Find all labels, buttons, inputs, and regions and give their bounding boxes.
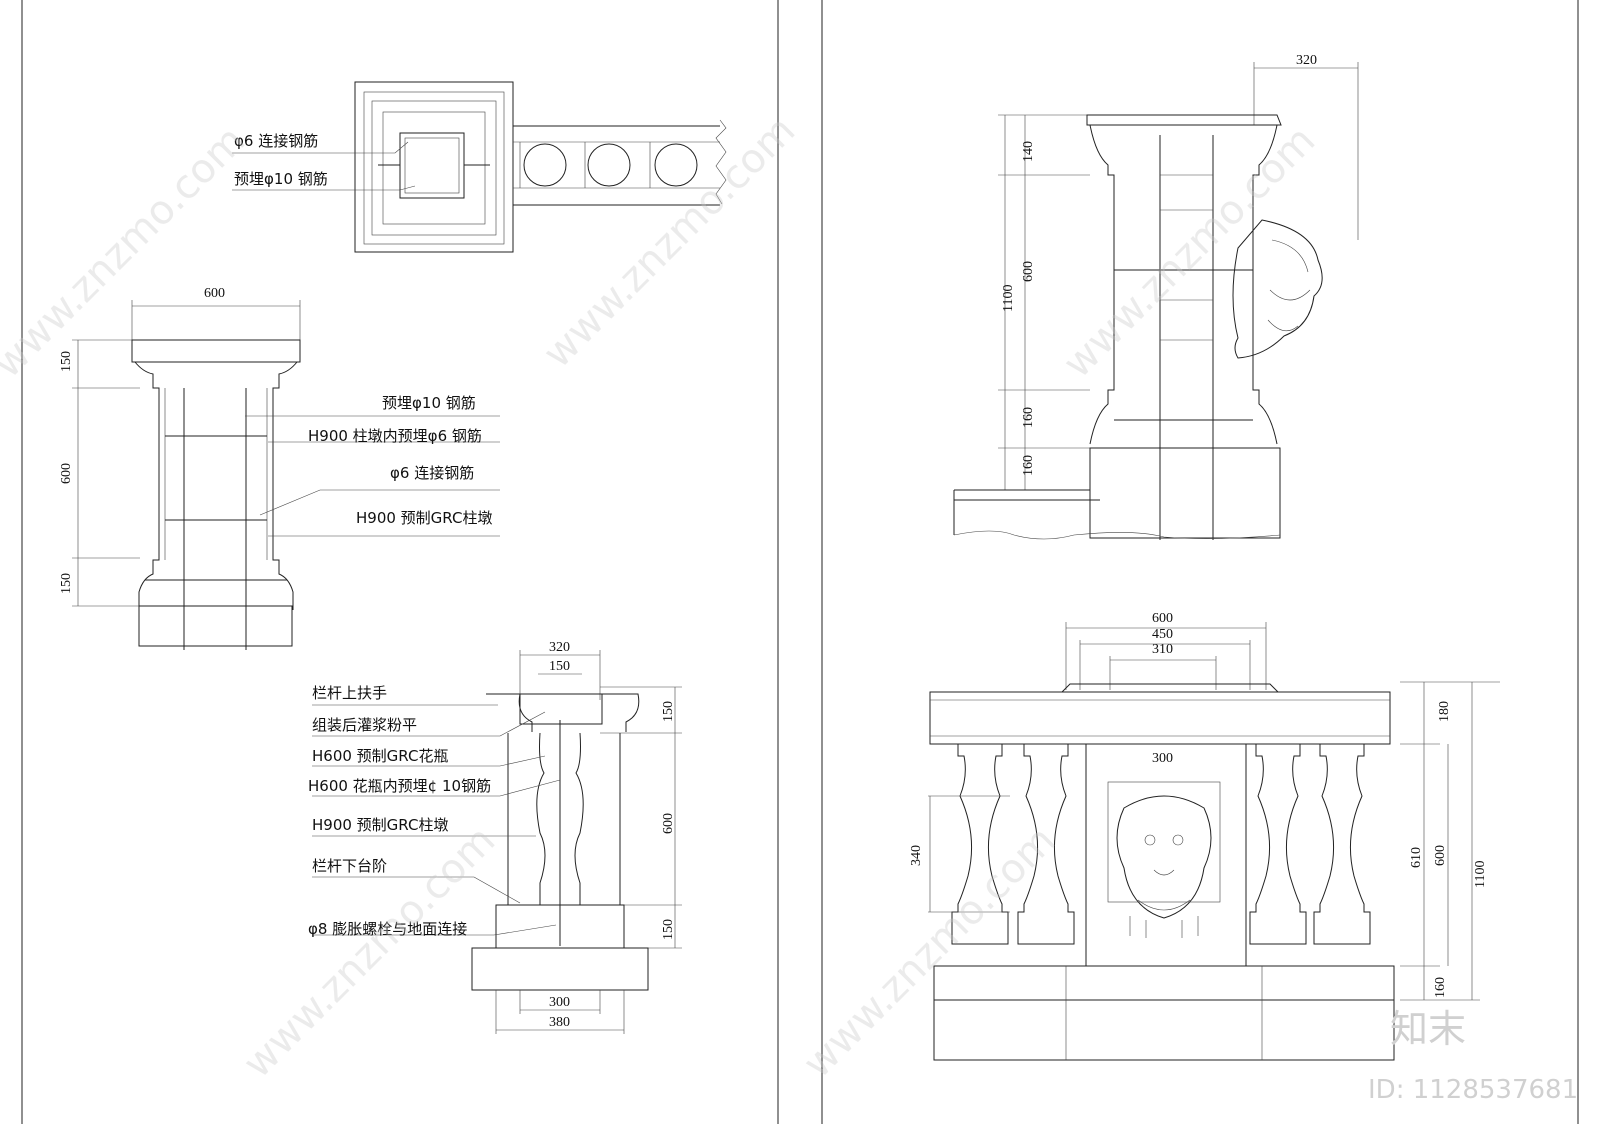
railing-section — [312, 650, 682, 1034]
pier-label-1: H900 柱墩内预埋φ6 钢筋 — [308, 427, 482, 445]
front-dim-600h: 600 — [1433, 845, 1448, 866]
front-dim-450: 450 — [1152, 627, 1173, 642]
pier-dim-mid: 600 — [59, 463, 74, 484]
section-dim-300: 300 — [549, 995, 570, 1010]
front-dim-340: 340 — [909, 845, 924, 866]
pier-dim-bottom: 150 — [59, 573, 74, 594]
watermark-site-3: www.znzmo.com — [1055, 117, 1325, 387]
pier-label-2: φ6 连接钢筋 — [390, 464, 474, 482]
side-dim-600: 600 — [1021, 261, 1036, 282]
section-dim-h150a: 150 — [661, 701, 676, 722]
watermark-site-1: www.znzmo.com — [0, 117, 254, 387]
watermark-id: ID: 1128537681 — [1368, 1075, 1578, 1105]
front-dim-180: 180 — [1437, 701, 1452, 722]
pier-label-3: H900 预制GRC柱墩 — [356, 509, 492, 527]
section-dim-h600: 600 — [661, 813, 676, 834]
front-dim-310: 310 — [1152, 642, 1173, 657]
section-label-0: 栏杆上扶手 — [312, 684, 387, 702]
watermark-site-2: www.znzmo.com — [535, 107, 805, 377]
pier-elevation — [72, 300, 500, 650]
front-dim-300: 300 — [1152, 751, 1173, 766]
section-dim-320: 320 — [549, 640, 570, 655]
section-label-4: H900 预制GRC柱墩 — [312, 816, 448, 834]
section-label-2: H600 预制GRC花瓶 — [312, 747, 448, 765]
section-label-6: φ8 膨胀螺栓与地面连接 — [308, 920, 467, 938]
front-elevation — [928, 622, 1500, 1061]
section-label-1: 组装后灌浆粉平 — [312, 716, 417, 734]
section-label-3: H600 花瓶内预埋¢ 10钢筋 — [308, 777, 491, 795]
pier-dim-top: 150 — [59, 351, 74, 372]
side-dim-1100: 1100 — [1001, 285, 1016, 312]
side-dim-140: 140 — [1021, 141, 1036, 162]
front-dim-600: 600 — [1152, 611, 1173, 626]
section-label-5: 栏杆下台阶 — [312, 857, 387, 875]
sheet-borders — [21, 0, 1579, 1124]
watermark-brand: 知末 — [1390, 1007, 1466, 1051]
side-dim-320: 320 — [1296, 53, 1317, 68]
watermark-site-5: www.znzmo.com — [795, 817, 1065, 1087]
side-dim-160a: 160 — [1021, 407, 1036, 428]
section-dim-380: 380 — [549, 1015, 570, 1030]
pier-label-0: 预埋φ10 钢筋 — [382, 394, 476, 412]
front-dim-610: 610 — [1409, 847, 1424, 868]
side-section — [953, 62, 1359, 540]
section-dim-h150b: 150 — [661, 919, 676, 940]
pier-dim-width: 600 — [204, 286, 225, 301]
plan-label-1: 预埋φ10 钢筋 — [234, 170, 328, 188]
front-dim-160: 160 — [1433, 977, 1448, 998]
front-dim-1100: 1100 — [1473, 861, 1488, 888]
plan-label-0: φ6 连接钢筋 — [234, 132, 318, 150]
plan-view — [232, 81, 727, 253]
section-dim-150: 150 — [549, 659, 570, 674]
side-dim-160b: 160 — [1021, 455, 1036, 476]
